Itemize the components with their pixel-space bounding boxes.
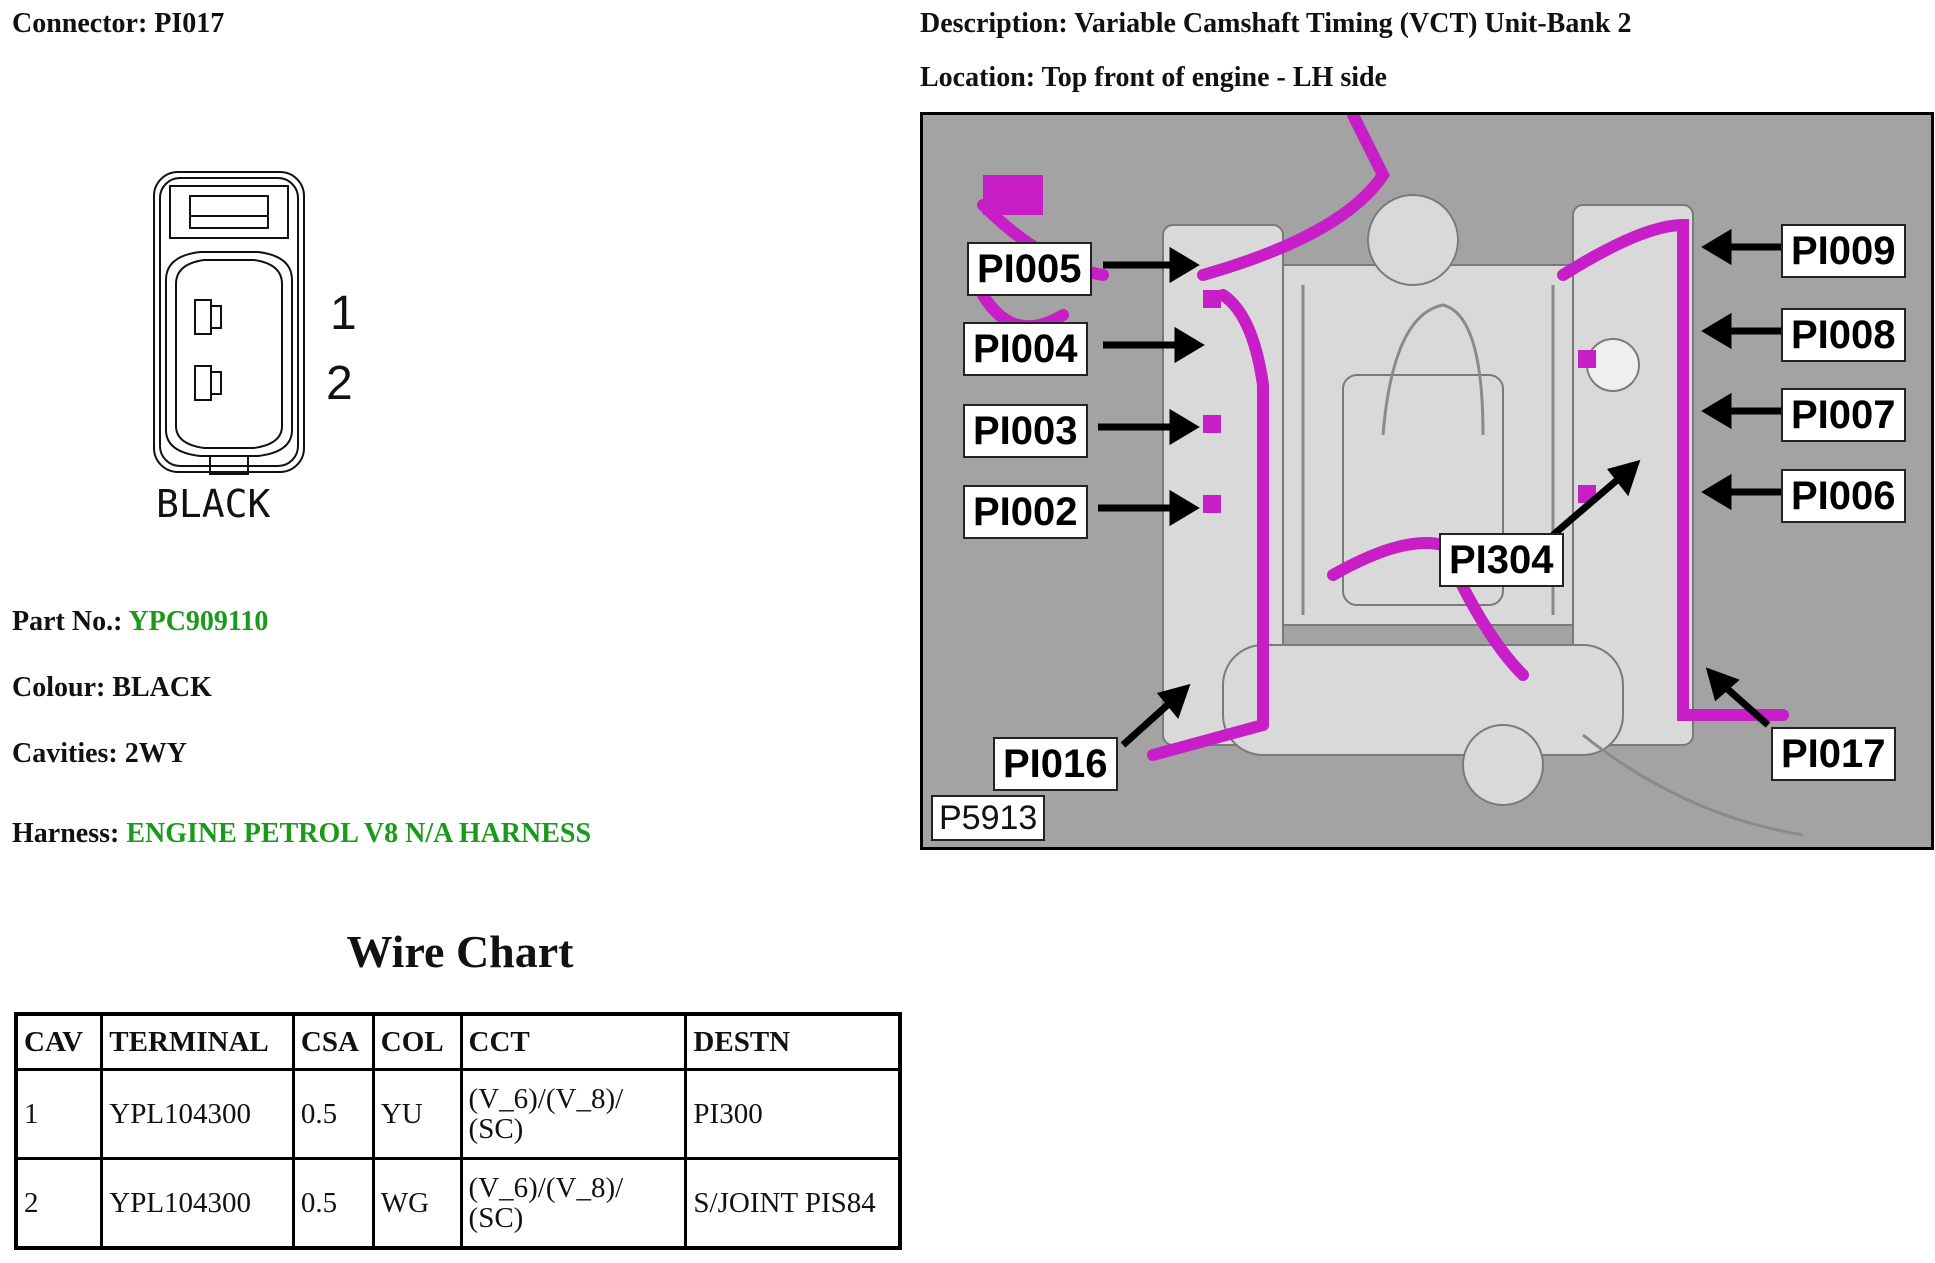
- engine-illustration: [977, 115, 1804, 837]
- header-cav: CAV: [14, 1012, 104, 1071]
- cell-col: WG: [371, 1157, 463, 1250]
- figure-code: P5913: [931, 795, 1046, 841]
- location-heading: Location: Top front of engine - LH side: [920, 62, 1387, 93]
- part-number-link[interactable]: YPC909110: [128, 606, 269, 637]
- header-destn: DESTN: [684, 1012, 902, 1071]
- callout-pi004: PI004: [963, 322, 1088, 376]
- connector-heading: Connector: PI017: [12, 8, 225, 39]
- cell-destn: PI300: [684, 1068, 902, 1160]
- cell-col: YU: [371, 1068, 463, 1160]
- table-header-row: CAV TERMINAL CSA COL CCT DESTN: [14, 1012, 902, 1071]
- callout-pi007: PI007: [1781, 388, 1906, 442]
- callout-pi006: PI006: [1781, 469, 1906, 523]
- header-cct: CCT: [459, 1012, 688, 1071]
- callout-pi005: PI005: [967, 242, 1092, 296]
- connector-face-drawing: 1 2 BLACK: [140, 160, 380, 540]
- cavities-value: 2WY: [124, 738, 187, 769]
- cell-csa: 0.5: [291, 1157, 375, 1250]
- callout-pi304: PI304: [1439, 533, 1564, 587]
- cell-terminal: YPL104300: [100, 1068, 295, 1160]
- cell-cct: (V_6)/(V_8)/ (SC): [459, 1157, 688, 1250]
- cell-cav: 2: [14, 1157, 104, 1250]
- engine-location-image: PI005 PI004 PI003 PI002 PI009 PI008 PI00…: [920, 112, 1934, 850]
- description-value: Variable Camshaft Timing (VCT) Unit-Bank…: [1074, 8, 1632, 39]
- colour-value: BLACK: [112, 672, 212, 703]
- callout-pi008: PI008: [1781, 308, 1906, 362]
- cell-terminal: YPL104300: [100, 1157, 295, 1250]
- colour-line: Colour: BLACK: [12, 672, 212, 703]
- callout-pi009: PI009: [1781, 224, 1906, 278]
- wire-chart-table: CAV TERMINAL CSA COL CCT DESTN 1 YPL1043…: [14, 1012, 902, 1250]
- table-row: 1 YPL104300 0.5 YU (V_6)/(V_8)/ (SC) PI3…: [14, 1068, 902, 1160]
- cavities-line: Cavities: 2WY: [12, 738, 187, 769]
- table-row: 2 YPL104300 0.5 WG (V_6)/(V_8)/ (SC) S/J…: [14, 1157, 902, 1250]
- pin-1-label: 1: [330, 287, 357, 340]
- harness-line: Harness: ENGINE PETROL V8 N/A HARNESS: [12, 818, 592, 849]
- cell-destn: S/JOINT PIS84: [684, 1157, 902, 1250]
- cell-csa: 0.5: [291, 1068, 375, 1160]
- header-terminal: TERMINAL: [100, 1012, 295, 1071]
- connector-colour-label: BLACK: [156, 482, 271, 526]
- harness-link[interactable]: ENGINE PETROL V8 N/A HARNESS: [126, 818, 592, 849]
- connector-id: PI017: [154, 8, 225, 39]
- location-value: Top front of engine - LH side: [1041, 62, 1387, 93]
- callout-pi003: PI003: [963, 404, 1088, 458]
- pin-2-label: 2: [326, 357, 353, 410]
- connector-outline-icon: [153, 171, 305, 475]
- header-csa: CSA: [291, 1012, 375, 1071]
- description-heading: Description: Variable Camshaft Timing (V…: [920, 8, 1632, 39]
- header-col: COL: [371, 1012, 463, 1071]
- cell-cav: 1: [14, 1068, 104, 1160]
- callout-pi017: PI017: [1771, 727, 1896, 781]
- callout-pi002: PI002: [963, 485, 1088, 539]
- callout-pi016: PI016: [993, 737, 1118, 791]
- cell-cct: (V_6)/(V_8)/ (SC): [459, 1068, 688, 1160]
- part-number-line: Part No.: YPC909110: [12, 606, 269, 637]
- wire-chart-title: Wire Chart: [346, 926, 574, 977]
